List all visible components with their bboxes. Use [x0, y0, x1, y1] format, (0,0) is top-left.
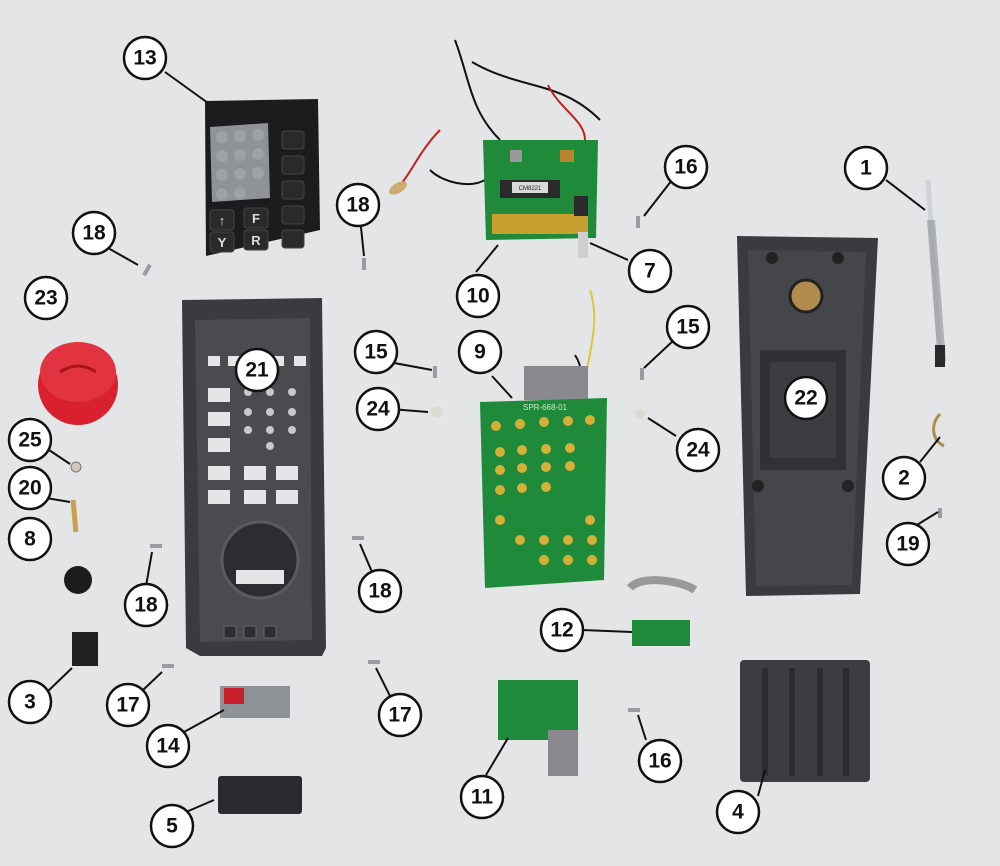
switch-cap-14 [220, 686, 290, 718]
callout-1: 1 [843, 145, 889, 191]
svg-text:24: 24 [366, 398, 390, 421]
callout-labels: 1 2 3 4 5 7 8 9 10 11 12 13 14 15 15 16 … [7, 35, 931, 849]
callout-16-top: 16 [663, 144, 709, 190]
svg-text:14: 14 [156, 735, 180, 758]
leader-lines [45, 71, 941, 813]
callout-5: 5 [149, 803, 195, 849]
standoff-24-left [431, 406, 443, 418]
svg-text:10: 10 [466, 285, 489, 308]
callout-18-lower-left: 18 [123, 582, 169, 628]
keypad-pcb-9: SPR-668-01 [480, 289, 607, 588]
callout-24-left: 24 [355, 386, 401, 432]
svg-text:17: 17 [388, 704, 411, 727]
svg-text:18: 18 [368, 580, 392, 603]
callout-2: 2 [881, 455, 927, 501]
svg-text:8: 8 [24, 528, 36, 551]
battery-cover-ribs [762, 668, 849, 776]
small-parts [64, 216, 945, 814]
keypad-key-up: ↑ [219, 213, 226, 228]
svg-text:11: 11 [471, 786, 494, 809]
radio-chip-label: CM8221 [519, 186, 542, 192]
callout-3: 3 [7, 679, 53, 725]
keypad-key-r: R [251, 233, 261, 248]
callout-18-upper-middle: 18 [335, 182, 381, 228]
pin-20 [70, 499, 79, 533]
callout-7: 7 [627, 248, 673, 294]
front-housing-21 [182, 298, 326, 656]
svg-text:22: 22 [794, 387, 817, 410]
svg-text:3: 3 [24, 691, 36, 714]
red-cap-23 [38, 342, 118, 425]
callout-15-left: 15 [353, 329, 399, 375]
svg-text:4: 4 [732, 801, 744, 824]
callout-11: 11 [459, 774, 505, 820]
svg-text:12: 12 [550, 619, 573, 642]
svg-text:2: 2 [898, 467, 910, 490]
battery-cover-4 [740, 660, 870, 782]
screws [142, 216, 942, 712]
callout-19: 19 [885, 521, 931, 567]
cover-5 [218, 776, 302, 814]
callout-10: 10 [455, 273, 501, 319]
svg-text:16: 16 [648, 750, 671, 773]
callout-16-bottom: 16 [637, 738, 683, 784]
svg-text:18: 18 [346, 194, 370, 217]
callout-15-right: 15 [665, 304, 711, 350]
knob-8 [64, 566, 92, 594]
callout-22: 22 [783, 375, 829, 421]
svg-text:15: 15 [676, 316, 700, 339]
svg-text:18: 18 [134, 594, 158, 617]
rubber-keypad-13: ↑ F Y R [205, 99, 320, 256]
svg-text:5: 5 [166, 815, 178, 838]
svg-text:25: 25 [18, 429, 42, 452]
keypad-pcb-code: SPR-668-01 [523, 403, 568, 412]
callout-18-lower-middle: 18 [357, 568, 403, 614]
callout-18-upper-left: 18 [71, 210, 117, 256]
standoff-24-right [635, 409, 645, 419]
telescopic-antenna-1 [925, 179, 946, 367]
svg-text:21: 21 [245, 359, 269, 382]
callout-9: 9 [457, 329, 503, 375]
callout-12: 12 [539, 607, 585, 653]
radio-board-10: CM8221 [388, 39, 601, 258]
keypad-key-f: F [252, 211, 260, 226]
svg-text:18: 18 [82, 222, 106, 245]
svg-text:1: 1 [860, 157, 872, 180]
svg-text:15: 15 [364, 341, 388, 364]
svg-text:17: 17 [116, 694, 139, 717]
keypad-key-y: Y [218, 235, 227, 250]
washer-25 [70, 461, 82, 473]
svg-text:7: 7 [644, 260, 656, 283]
svg-text:24: 24 [686, 439, 710, 462]
callout-17-right: 17 [377, 692, 423, 738]
callout-20: 20 [7, 465, 53, 511]
callout-8: 8 [7, 516, 53, 562]
callout-14: 14 [145, 723, 191, 769]
callout-13: 13 [122, 35, 168, 81]
svg-text:20: 20 [18, 477, 41, 500]
spring-2 [932, 412, 945, 448]
clip-3 [72, 632, 98, 666]
callout-23: 23 [23, 275, 69, 321]
svg-text:9: 9 [474, 341, 486, 364]
small-pcb-12 [626, 576, 698, 646]
callout-17-left: 17 [105, 682, 151, 728]
svg-text:13: 13 [133, 47, 156, 70]
callout-24-right: 24 [675, 427, 721, 473]
svg-text:19: 19 [896, 533, 919, 556]
callout-21: 21 [234, 347, 280, 393]
callout-4: 4 [715, 789, 761, 835]
svg-text:23: 23 [34, 287, 57, 310]
svg-text:16: 16 [674, 156, 697, 179]
small-pcb-11 [498, 680, 578, 776]
callout-25: 25 [7, 417, 53, 463]
